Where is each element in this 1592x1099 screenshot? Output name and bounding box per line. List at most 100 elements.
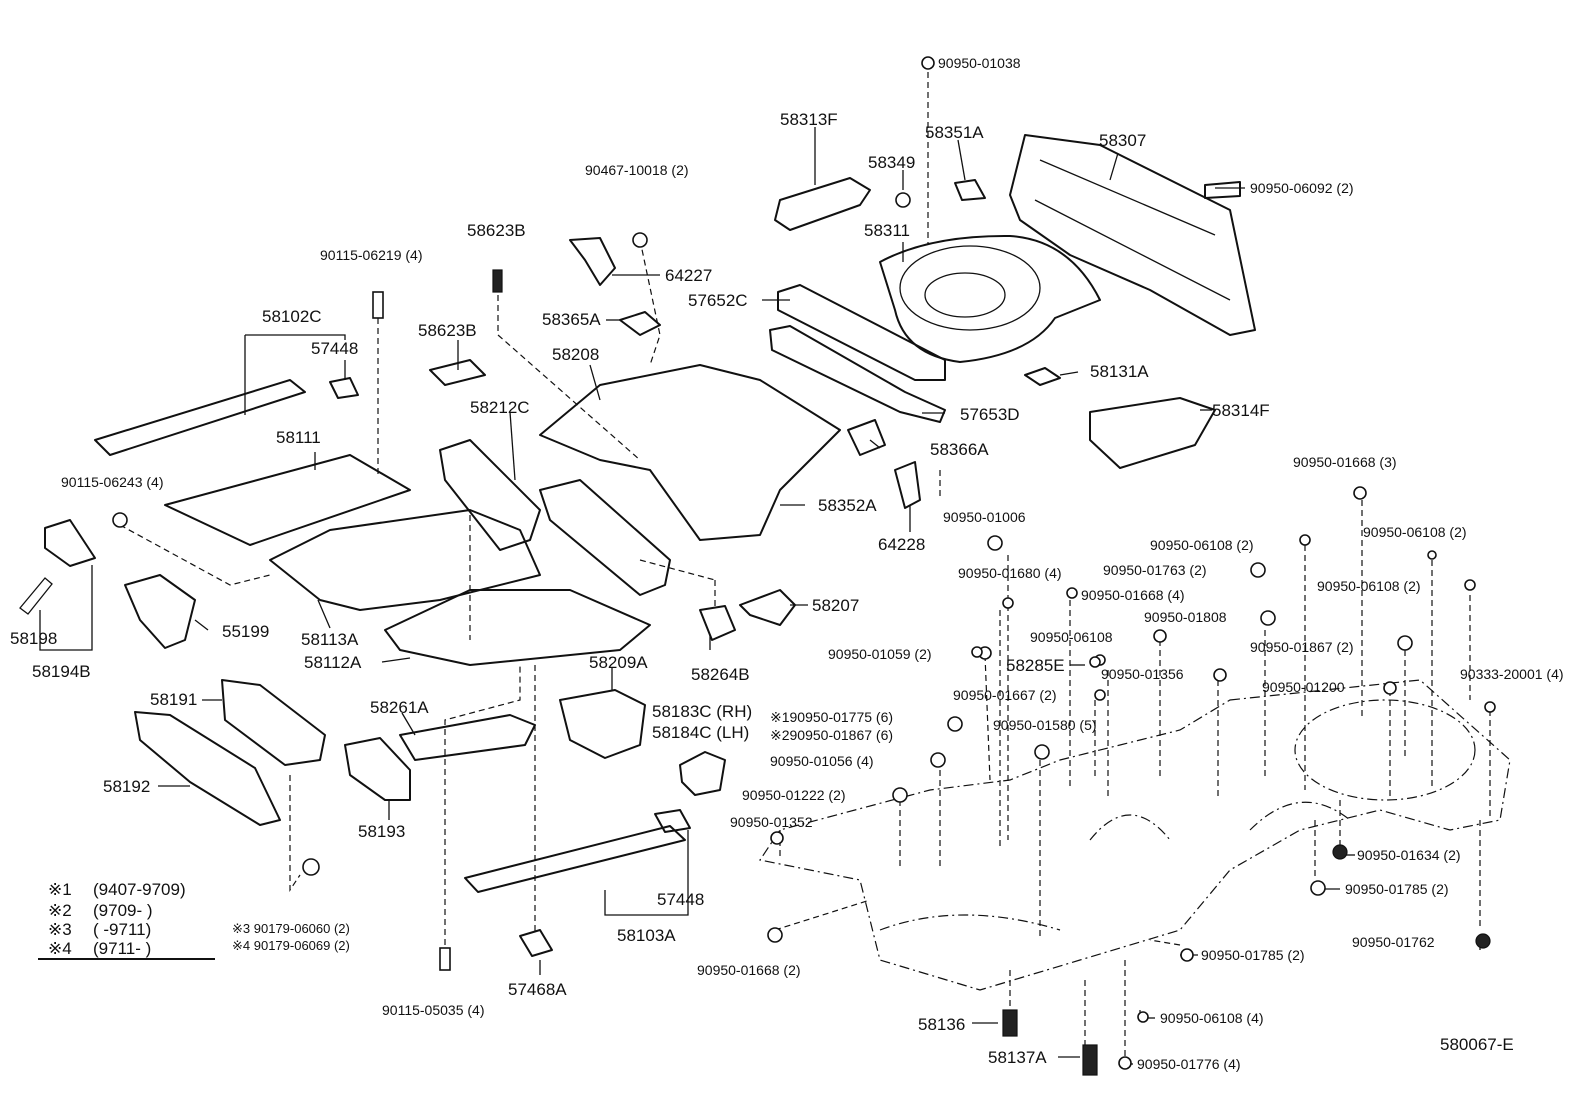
callout-58113a: 58113A [301, 630, 359, 649]
callout-90950-01222: 90950-01222 (2) [742, 787, 846, 803]
legend-mark: ※1 [48, 880, 72, 899]
callout-90950-06108-2a: 90950-06108 (2) [1150, 537, 1254, 553]
callout-58137a: 58137A [988, 1048, 1047, 1067]
legend-mark: ※4 [48, 939, 72, 958]
callout-58261a: 58261A [370, 698, 429, 717]
legend-range: (9709- ) [93, 901, 153, 920]
callout-90115-06219: 90115-06219 (4) [320, 247, 423, 263]
callout-58311: 58311 [864, 221, 911, 240]
cross-member-57652c [777, 284, 946, 381]
plug-58365a [619, 311, 661, 336]
callout-58212c: 58212C [470, 398, 530, 417]
callout-90467-10018: 90467-10018 (2) [585, 162, 689, 178]
bracket-58183c [679, 751, 726, 796]
bracket-58131a [1024, 367, 1061, 386]
callout-58349: 58349 [868, 153, 916, 172]
callout-58307: 58307 [1099, 131, 1147, 150]
callout-90950-01006: 90950-01006 [943, 509, 1026, 525]
callout-90950-01352: 90950-01352 [730, 814, 813, 830]
clip-57468a [519, 929, 553, 957]
floor-58112a [384, 589, 651, 666]
rear-floor-58208 [539, 364, 841, 541]
legend-range: ( -9711) [93, 920, 152, 939]
callout-58111: 58111 [276, 428, 321, 447]
callout-58194b: 58194B [32, 662, 91, 681]
clip-57448-bottom [654, 809, 691, 833]
callout-57448-bottom: 57448 [657, 890, 705, 909]
callout-58192: 58192 [103, 777, 151, 796]
callout-58351a: 58351A [925, 123, 984, 142]
rail-58102c [94, 379, 306, 456]
clip-58351a [954, 179, 986, 201]
callout-90950-01867-6: ※290950-01867 (6) [770, 727, 894, 743]
bracket-58193 [344, 737, 411, 801]
bracket-58207 [739, 589, 796, 626]
callout-90950-01762: 90950-01762 [1352, 934, 1435, 950]
callout-58623b-top: 58623B [467, 221, 526, 240]
callout-90950-06108: 90950-06108 [1030, 629, 1113, 645]
callout-58365a: 58365A [542, 310, 601, 329]
bracket-58313f [774, 177, 871, 231]
callout-90950-01785-2a: 90950-01785 (2) [1345, 881, 1449, 897]
callout-90179-06069: ※4 90179-06069 (2) [232, 938, 350, 953]
callout-90115-05035: 90115-05035 (4) [382, 1002, 485, 1018]
bracket-58261a [399, 714, 536, 761]
callout-90950-01785-2b: 90950-01785 (2) [1201, 947, 1305, 963]
callout-90950-01059: 90950-01059 (2) [828, 646, 932, 662]
rail-58103a [464, 825, 686, 893]
legend-underline [38, 958, 215, 960]
front-floor-58111 [164, 454, 411, 546]
bracket-58194b [44, 519, 96, 567]
tunnel-58113a [269, 509, 541, 611]
callout-57468a: 57468A [508, 980, 567, 999]
spare-tire-pan-58311 [879, 234, 1101, 363]
callout-58208: 58208 [552, 345, 600, 364]
callout-58264b: 58264B [691, 665, 750, 684]
callout-90950-01667: 90950-01667 (2) [953, 687, 1057, 703]
callout-58285e: 58285E [1006, 656, 1065, 675]
callout-90179-06060: ※3 90179-06060 (2) [232, 921, 350, 936]
callout-58314f: 58314F [1212, 401, 1270, 420]
callout-90950-01775: ※190950-01775 (6) [770, 709, 894, 725]
rear-panel-58307 [1009, 134, 1256, 336]
legend-mark: ※2 [48, 901, 72, 920]
callout-58209a: 58209A [589, 653, 648, 672]
bracket-58264b [699, 605, 736, 641]
callout-90950-01580: 90950-01580 (5) [993, 717, 1097, 733]
callout-90333-20001: 90333-20001 (4) [1460, 666, 1564, 682]
callout-90950-01056: 90950-01056 (4) [770, 753, 874, 769]
callout-90950-01668-2: 90950-01668 (2) [697, 962, 801, 978]
callout-58313f: 58313F [780, 110, 838, 129]
pad-58623b [429, 359, 486, 386]
callout-90950-06108-4: 90950-06108 (4) [1160, 1010, 1264, 1026]
callout-64227: 64227 [665, 266, 713, 285]
insulator-58191 [221, 679, 326, 766]
callout-55199: 55199 [222, 622, 270, 641]
plug-58366a [847, 419, 886, 456]
callout-90950-01038: 90950-01038 [938, 55, 1021, 71]
clip-57448-top [329, 377, 359, 399]
callout-90950-01668-3: 90950-01668 (3) [1293, 454, 1397, 470]
callout-90950-01634: 90950-01634 (2) [1357, 847, 1461, 863]
bracket-55199 [124, 574, 196, 649]
callout-58193: 58193 [358, 822, 406, 841]
callout-58191: 58191 [150, 690, 198, 709]
callout-58103a: 58103A [617, 926, 676, 945]
legend-range: (9711- ) [93, 939, 152, 958]
callout-90950-01776: 90950-01776 (4) [1137, 1056, 1241, 1072]
callout-58136: 58136 [918, 1015, 966, 1034]
cross-member-58212c [439, 439, 541, 551]
callout-58183c: 58183C (RH) [652, 702, 753, 721]
callout-90950-01680: 90950-01680 (4) [958, 565, 1062, 581]
callout-90950-01668-4: 90950-01668 (4) [1081, 587, 1185, 603]
callout-58184c: 58184C (LH) [652, 723, 750, 742]
bracket-64227 [569, 237, 616, 286]
leader-lines [39, 127, 1481, 1065]
callout-58112a: 58112A [304, 653, 362, 672]
assembled-floor-outline [759, 679, 1511, 991]
bracket-58209a [559, 689, 646, 759]
diagram-id: 580067-E [1440, 1035, 1514, 1054]
callout-58131a: 58131A [1090, 362, 1149, 381]
